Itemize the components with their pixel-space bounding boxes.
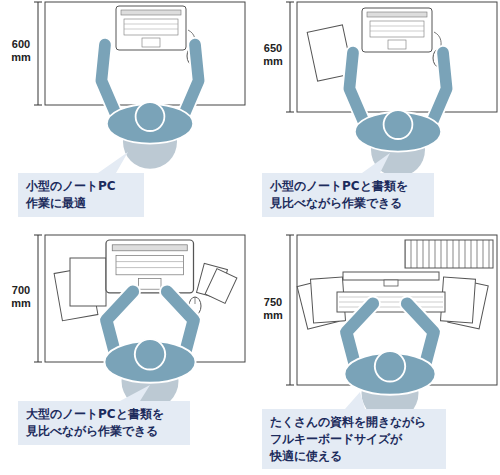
dimension-label: 700 mm	[6, 284, 36, 309]
callout-text: 小型のノートPCと書類を 見比べながら作業できる	[270, 178, 426, 212]
callout-box: たくさんの資料を開きながら フルキーボードサイズが 快適に使える	[262, 409, 446, 469]
dimension-label: 650 mm	[258, 42, 288, 67]
callout-box: 小型のノートPCと書類を 見比べながら作業できる	[262, 173, 434, 217]
dimension-label: 600 mm	[6, 38, 36, 63]
panel-750	[286, 235, 497, 421]
callout-box: 小型のノートPC 作業に最適	[18, 173, 144, 217]
callout-text: 小型のノートPC 作業に最適	[26, 178, 136, 212]
panel-600	[34, 2, 245, 173]
dimension-label: 750 mm	[258, 296, 288, 321]
callout-box: 大型のノートPCと書類を 見比べながら作業できる	[18, 401, 190, 445]
callout-text: たくさんの資料を開きながら フルキーボードサイズが 快適に使える	[270, 414, 438, 464]
callout-text: 大型のノートPCと書類を 見比べながら作業できる	[26, 406, 182, 440]
panel-650	[286, 2, 497, 177]
panel-700	[34, 235, 245, 409]
